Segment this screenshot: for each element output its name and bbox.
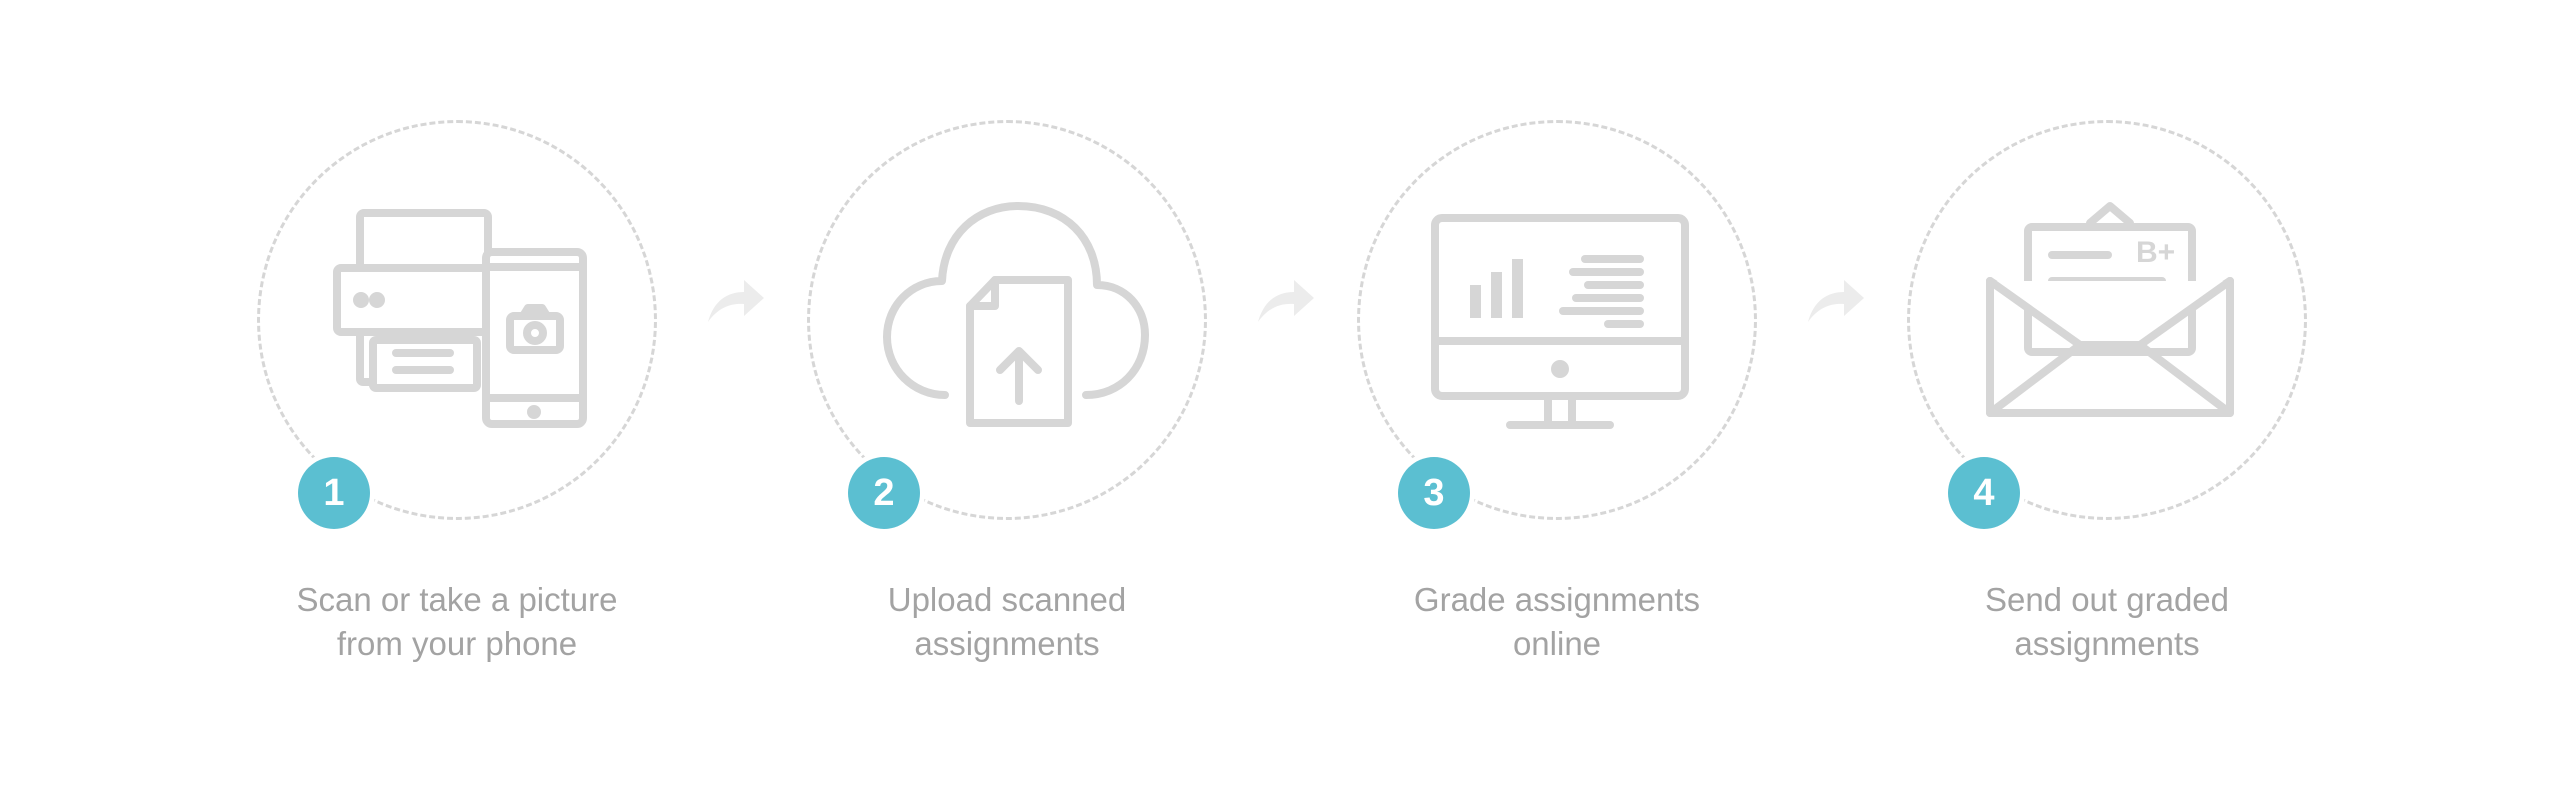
step-circle (257, 120, 657, 520)
step-2: 2 Upload scanned assignments (727, 0, 1287, 788)
step-circle: B+ (1907, 120, 2307, 520)
caption-line: Send out graded (1984, 581, 2230, 618)
printer-phone-icon (333, 209, 587, 428)
step-3: 3 Grade assignments online (1277, 0, 1837, 788)
curved-arrow-icon (1258, 280, 1314, 322)
grade-text: B+ (2136, 236, 2175, 269)
caption-line: Grade assignments (1413, 581, 1701, 618)
step-number-badge: 2 (848, 457, 920, 529)
caption-line: online (1512, 625, 1602, 662)
caption-line: assignments (2014, 625, 2200, 662)
step-circle (1357, 120, 1757, 520)
curved-arrow-icon (1808, 280, 1864, 322)
step-1: 1 Scan or take a picture from your phone (177, 0, 737, 788)
step-caption: Grade assignments online (1307, 578, 1807, 666)
step-caption: Scan or take a picture from your phone (207, 578, 707, 666)
caption-line: assignments (914, 625, 1100, 662)
caption-line: Scan or take a picture (296, 581, 618, 618)
envelope-grade-icon: B+ (1986, 202, 2234, 417)
step-number-badge: 4 (1948, 457, 2020, 529)
step-number-badge: 3 (1398, 457, 1470, 529)
step-caption: Upload scanned assignments (757, 578, 1257, 666)
step-number-badge: 1 (298, 457, 370, 529)
step-4: B+ 4 Send out graded assignments (1827, 0, 2387, 788)
curved-arrow-icon (708, 280, 764, 322)
monitor-chart-icon (1431, 214, 1689, 429)
caption-line: from your phone (336, 625, 578, 662)
step-caption: Send out graded assignments (1857, 578, 2357, 666)
cloud-upload-icon (883, 202, 1149, 427)
step-circle (807, 120, 1207, 520)
caption-line: Upload scanned (887, 581, 1127, 618)
